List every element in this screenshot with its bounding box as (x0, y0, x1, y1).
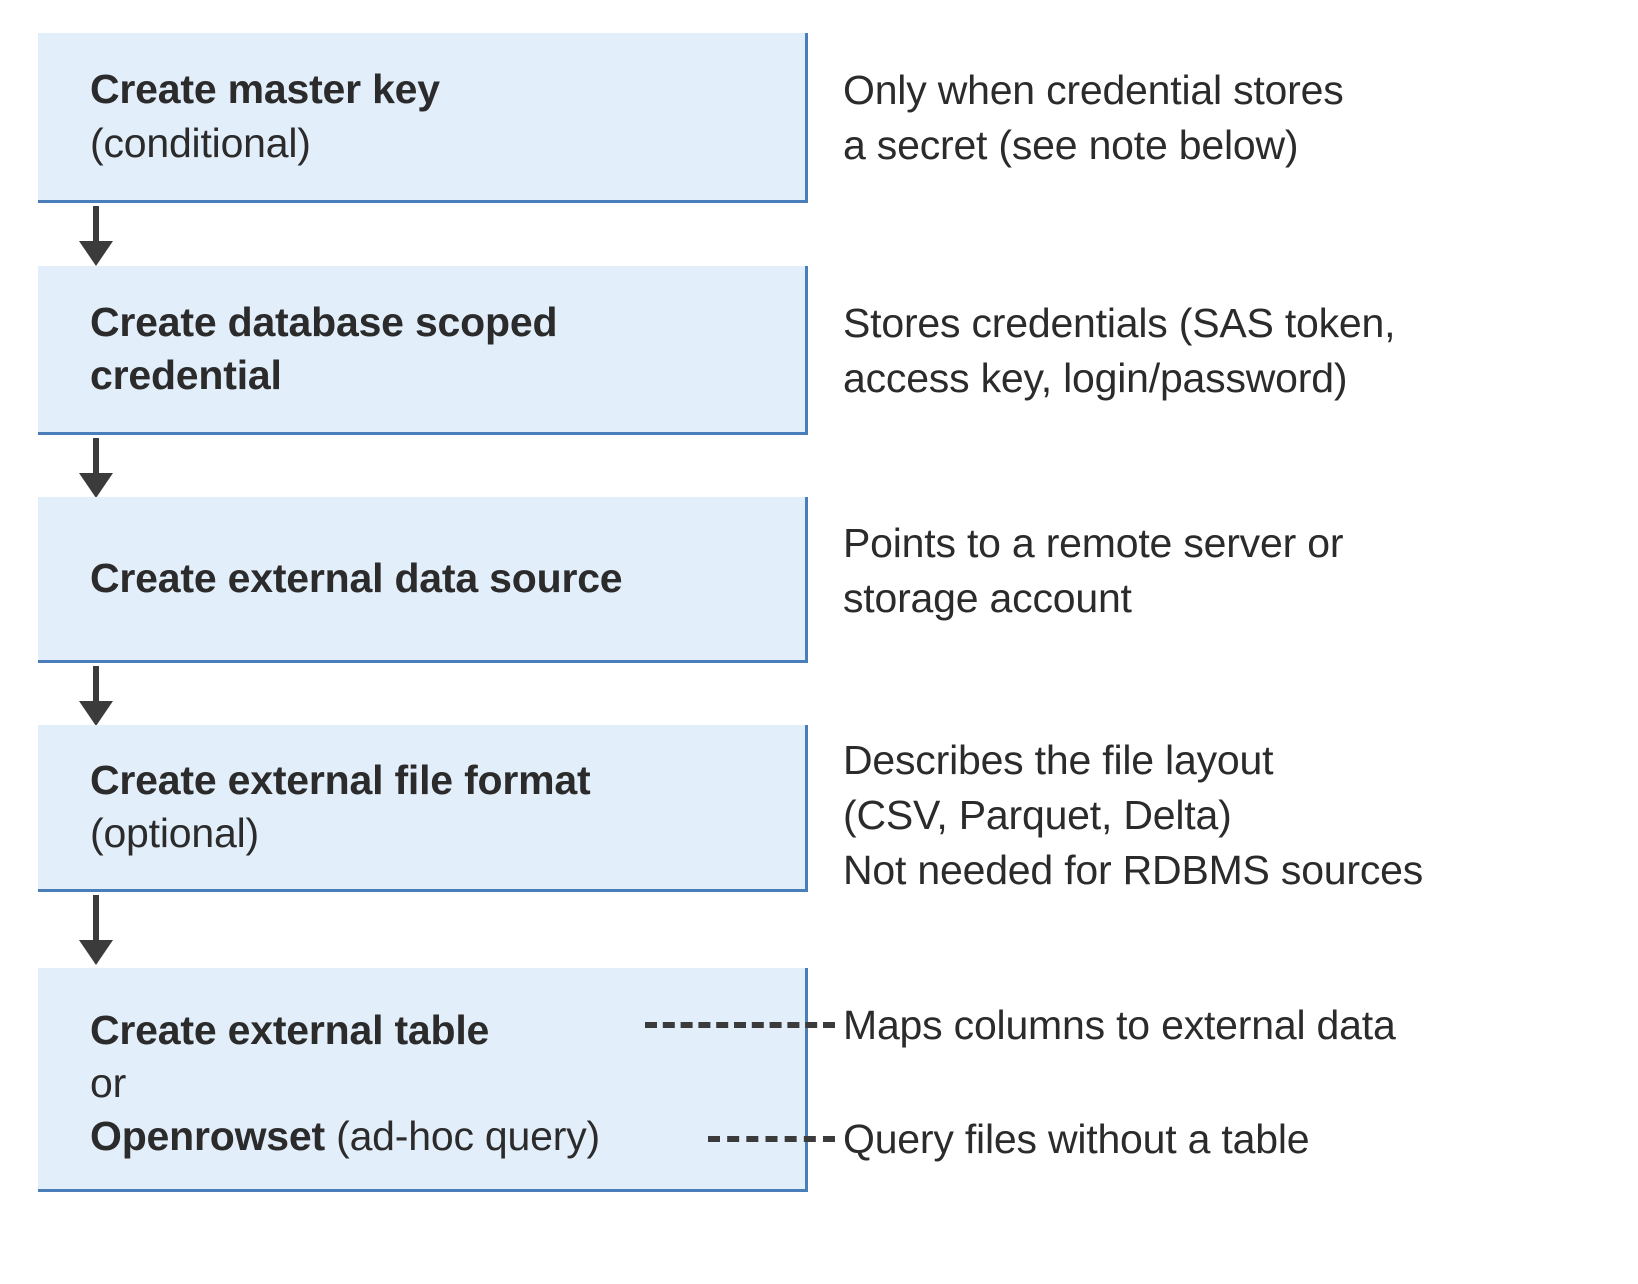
description-create-database-scoped-credential: Stores credentials (SAS token, access ke… (843, 300, 1396, 401)
flow-box-openrowset-line: Openrowset (ad-hoc query) (90, 1110, 789, 1163)
description-create-external-data-source: Points to a remote server or storage acc… (843, 520, 1344, 621)
flow-box-subtitle: (optional) (90, 810, 259, 856)
description-create-external-table: Maps columns to external data (843, 1002, 1396, 1048)
flow-box-subtitle: (conditional) (90, 119, 311, 166)
description-create-master-key: Only when credential stores a secret (se… (843, 67, 1344, 168)
flow-box-create-external-data-source[interactable]: Create external data source (38, 497, 808, 663)
flow-box-create-external-table-or-openrowset[interactable]: Create external table or Openrowset (ad-… (38, 968, 808, 1192)
dashed-connector-external-table (645, 1022, 835, 1028)
arrow-down-1 (79, 206, 113, 266)
flow-box-create-external-file-format[interactable]: Create external file format (optional) (38, 725, 808, 892)
flow-box-create-master-key[interactable]: Create master key (conditional) (38, 33, 808, 203)
flow-box-title: Create master key (90, 66, 440, 113)
description-openrowset: Query files without a table (843, 1116, 1310, 1162)
dashed-connector-openrowset (708, 1136, 835, 1142)
flow-box-title: Create database scoped credential (90, 298, 558, 398)
description-create-external-file-format: Describes the file layout (CSV, Parquet,… (843, 737, 1424, 893)
flow-box-title: Create external file format (90, 756, 591, 803)
flow-box-text: Create external data source (38, 552, 805, 605)
flow-box-create-database-scoped-credential[interactable]: Create database scoped credential (38, 266, 808, 435)
flow-box-openrowset-suffix: (ad-hoc query) (324, 1113, 600, 1160)
arrow-down-4 (79, 895, 113, 967)
flow-box-text: Create external table or Openrowset (ad-… (38, 994, 805, 1164)
flow-box-text: Create external file format (optional) (38, 754, 805, 861)
arrow-down-2 (79, 438, 113, 498)
arrow-down-3 (79, 666, 113, 726)
flow-box-title-openrowset: Openrowset (90, 1113, 325, 1160)
flow-box-text: Create database scoped credential (38, 296, 805, 403)
flow-box-title: Create external data source (90, 554, 623, 601)
flow-box-title-external-table: Create external table (90, 1006, 490, 1053)
flow-box-text: Create master key (conditional) (38, 63, 805, 170)
flow-box-or-label: or (90, 1059, 127, 1106)
